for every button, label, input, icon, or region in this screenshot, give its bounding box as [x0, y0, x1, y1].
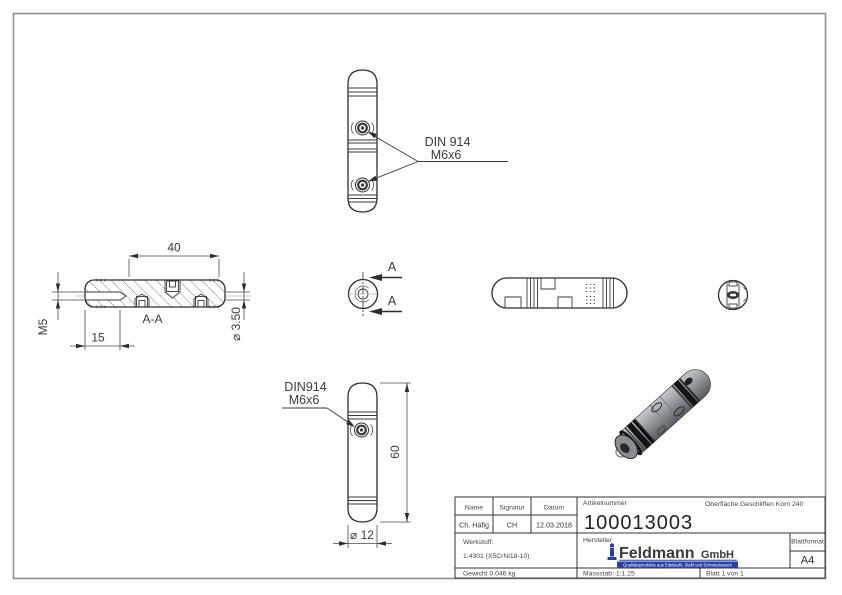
- drawing-frame: [12, 12, 827, 580]
- surface-value: Geschliffen Korn 240: [740, 501, 804, 508]
- logo-banner: [617, 561, 738, 568]
- section-arrow-bottom: A: [369, 294, 402, 315]
- title-block: Name Ch. Häfig Signatur CH Datum 12.03.2…: [454, 496, 826, 579]
- end-view: [717, 279, 749, 311]
- dim-40-label: 40: [167, 241, 181, 255]
- manufacturer-label: Hersteller: [583, 537, 613, 544]
- note-din914-front-line2: M6x6: [289, 393, 320, 407]
- format-label: Blattformat: [791, 539, 824, 546]
- front-view: DIN914 M6x6 60 ⌀ 12: [282, 380, 411, 548]
- signature-value: CH: [507, 521, 517, 530]
- name-label: Name: [465, 505, 483, 512]
- section-view-aa: 40 15 M5 ⌀ 3.50 A-A: [36, 241, 252, 350]
- knurl-dots: [586, 283, 595, 305]
- leader-line: [368, 131, 508, 182]
- signature-label: Signatur: [499, 505, 525, 512]
- feldmann-logo: Feldmann GmbH Qualitätsprodukte aus Edel…: [607, 543, 738, 568]
- article-number-label: Artikelnummer: [583, 500, 628, 507]
- screw-hole: [684, 377, 693, 386]
- format-value: A4: [801, 555, 814, 567]
- top-view: DIN 914 M6x6: [347, 69, 508, 213]
- surface-label: Oberfläche:: [705, 501, 740, 508]
- dim-dia12-label: ⌀ 12: [350, 528, 374, 542]
- note-din914-top-line1: DIN 914: [425, 135, 471, 149]
- leader-line: [282, 407, 355, 427]
- logo-figure-icon: [607, 543, 617, 560]
- date-label: Datum: [544, 505, 564, 512]
- dimension-m5: M5: [36, 272, 84, 335]
- dim-60-label: 60: [388, 445, 402, 459]
- name-value: Ch. Häfig: [459, 521, 489, 530]
- screw-section: [134, 293, 150, 308]
- section-label: A-A: [142, 312, 162, 326]
- set-screw-end-icon: [727, 291, 739, 299]
- scale-value: Massstab: 1:1.25: [583, 571, 635, 578]
- dimension-15: 15: [70, 310, 135, 350]
- material-value: 1.4301 (X5CrNi18-10): [463, 553, 530, 560]
- cut-label-top: A: [388, 260, 397, 274]
- weight-value: Gewicht 0.046 kg: [463, 571, 516, 578]
- cut-indicator-view: A A: [347, 260, 402, 316]
- dimension-hole: ⌀ 3.50: [226, 272, 250, 341]
- set-screw-icon: [349, 422, 374, 438]
- logo-tagline: Qualitätsprodukte aus Edelstahl, Stahl u…: [623, 562, 733, 567]
- cut-label-bottom: A: [388, 294, 397, 308]
- dim-hole-label: ⌀ 3.50: [229, 307, 243, 341]
- material-label: Werkstoff:: [463, 539, 493, 546]
- render-3d: [614, 369, 711, 459]
- section-arrow-top: A: [369, 260, 402, 281]
- screw-section: [193, 293, 209, 308]
- note-din914-front-line1: DIN914: [284, 380, 326, 394]
- logo-name: Feldmann: [619, 545, 695, 562]
- note-din914-top-line2: M6x6: [431, 148, 462, 162]
- sheet-value: Blatt 1 von 1: [706, 571, 744, 578]
- dim-m5-label: M5: [36, 318, 50, 335]
- side-view: [491, 277, 628, 309]
- dimension-40: 40: [128, 241, 220, 277]
- dim-15-label: 15: [91, 331, 105, 345]
- date-value: 12.03.2018: [536, 521, 572, 530]
- article-number: 100013003: [584, 512, 693, 534]
- logo-suffix: GmbH: [701, 549, 734, 561]
- dimension-dia12: ⌀ 12: [333, 525, 392, 548]
- dimension-60: 60: [380, 382, 411, 523]
